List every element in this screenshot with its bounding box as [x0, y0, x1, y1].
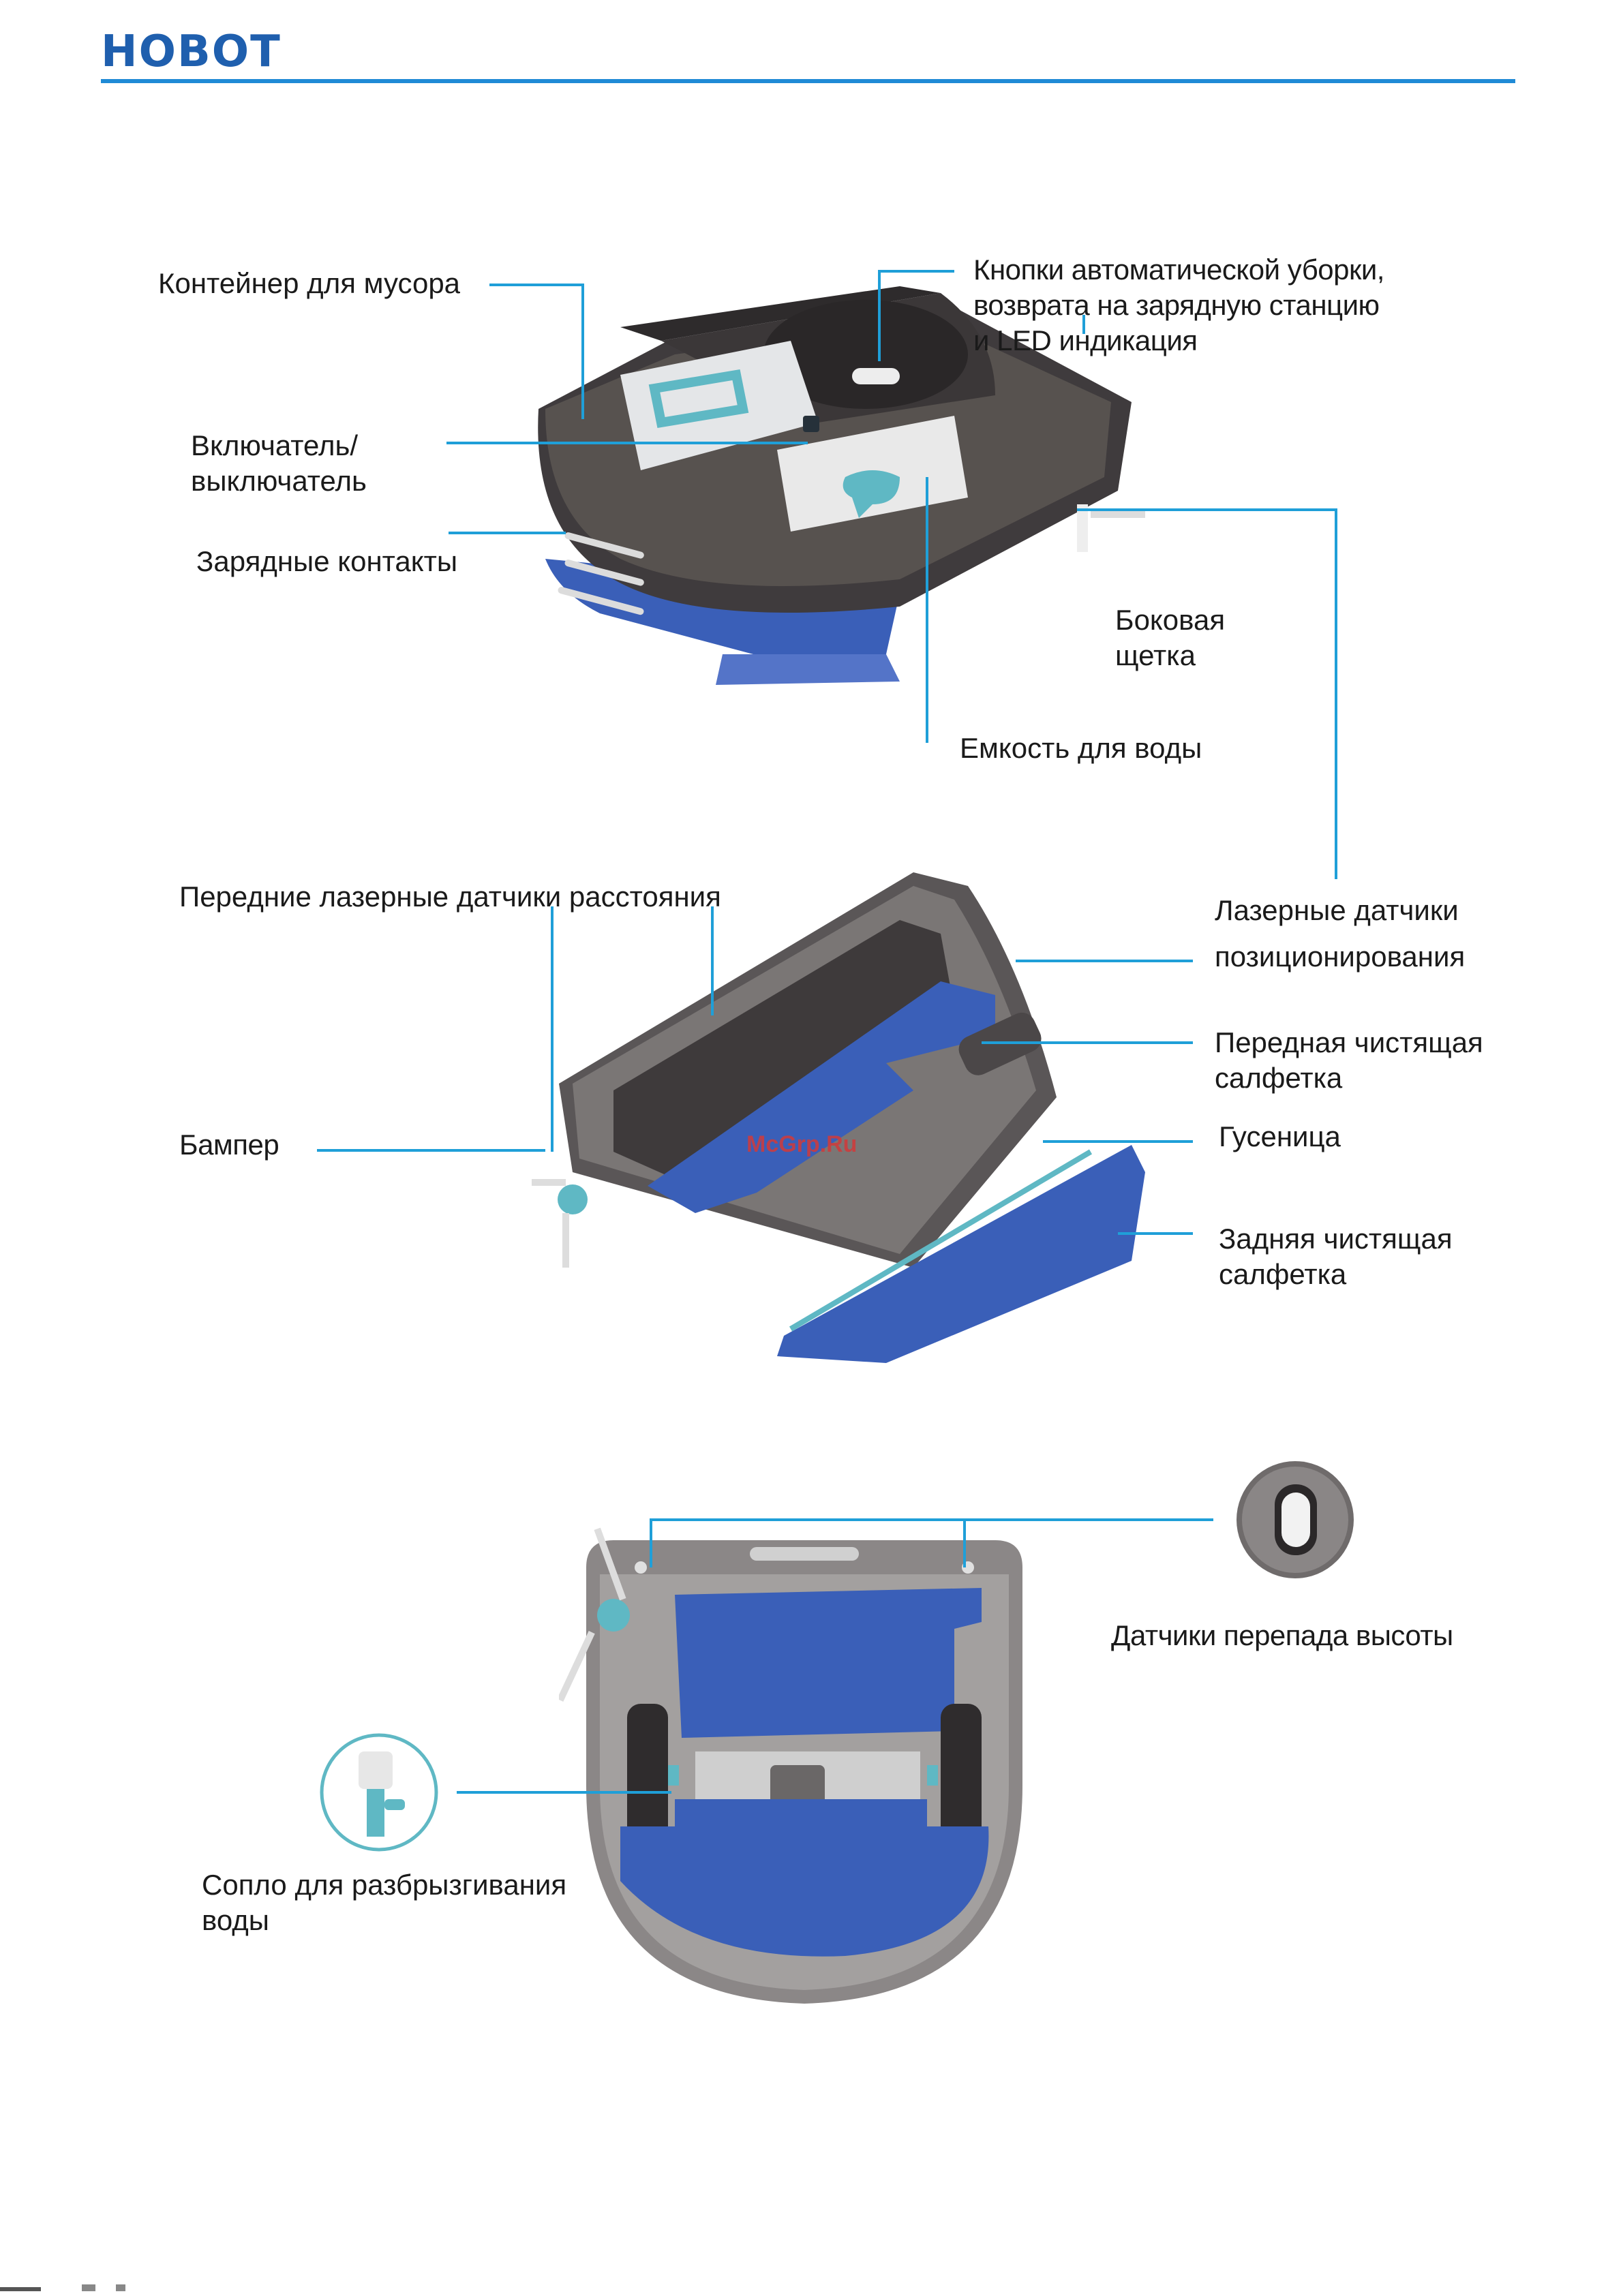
label-spray-nozzle: Сопло для разбрызгивания воды — [202, 1869, 567, 1936]
spray-nozzle-detail — [320, 1733, 438, 1852]
robot-bottom-illustration — [559, 1527, 1022, 2004]
label-dust-container: Контейнер для мусора — [158, 267, 461, 299]
label-cliff-sensors: Датчики перепада высоты — [1111, 1619, 1453, 1651]
label-bumper: Бампер — [179, 1129, 279, 1161]
label-track: Гусеница — [1219, 1120, 1341, 1152]
label-charge-contacts: Зарядные контакты — [196, 545, 458, 577]
label-rear-pad: Задняя чистящая салфетка — [1219, 1223, 1453, 1290]
label-auto-buttons: Кнопки автоматической уборки, возврата н… — [973, 254, 1384, 356]
robot-top-illustration — [538, 286, 1145, 685]
robot-underside-illustration — [532, 872, 1145, 1363]
label-front-pad: Передная чистящая салфетка — [1215, 1026, 1483, 1094]
label-water-tank: Емкость для воды — [960, 732, 1202, 764]
footer-page-mark — [0, 2284, 125, 2291]
cliff-sensor-detail — [1237, 1461, 1354, 1578]
label-power-switch: Включатель/ выключатель — [191, 429, 367, 497]
label-side-brush: Боковая щетка — [1115, 604, 1226, 671]
header-rule — [101, 79, 1515, 83]
label-front-laser: Передние лазерные датчики расстояния — [179, 881, 721, 913]
label-laser-positioning: Лазерные датчики позиционирования — [1215, 894, 1466, 973]
brand-logo: HOBOT — [101, 27, 282, 77]
watermark: McGrp.Ru — [746, 1131, 858, 1157]
